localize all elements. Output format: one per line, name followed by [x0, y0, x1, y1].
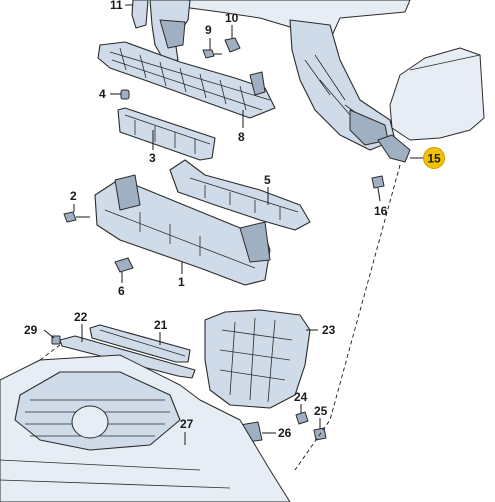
reference-line-left [39, 344, 61, 361]
label-part-25: 25 [314, 404, 328, 418]
label-part-5: 5 [264, 173, 271, 187]
label-part-4: 4 [99, 87, 106, 101]
part-2-bolt [63, 211, 90, 223]
label-part-11: 11 [110, 0, 123, 12]
part-23-side-grille [204, 309, 311, 409]
part-15-bracket [377, 134, 411, 163]
label-part-2: 2 [70, 189, 77, 203]
bumper-cover [0, 354, 291, 502]
highlight-badge-part-15: 15 [423, 147, 445, 169]
part-8-absorber [97, 41, 276, 119]
label-part-8: 8 [238, 130, 245, 144]
label-part-29: 29 [24, 323, 38, 337]
label-part-16: 16 [374, 204, 388, 218]
part-4-clip [120, 89, 130, 100]
part-22-strip [59, 335, 196, 379]
label-part-6: 6 [118, 284, 125, 298]
label-part-26: 26 [278, 426, 292, 440]
part-21-trim [89, 324, 191, 363]
fender-panel [389, 47, 485, 141]
part-16-bolt [371, 175, 385, 189]
label-part-24: 24 [294, 390, 308, 404]
label-part-9: 9 [205, 23, 212, 37]
part-1-bumper-carrier [94, 174, 271, 286]
part-3-guide [117, 107, 216, 161]
label-part-15: 15 [427, 152, 441, 166]
part-24-clip [295, 411, 309, 425]
label-part-1: 1 [178, 275, 185, 289]
part-6-nut [114, 257, 134, 273]
label-part-23: 23 [322, 323, 336, 337]
leader-lines [43, 4, 426, 445]
part-9-bolt [202, 49, 222, 59]
part-10-bracket [224, 37, 241, 53]
label-part-10: 10 [225, 11, 239, 25]
label-part-27: 27 [180, 417, 194, 431]
label-part-22: 22 [74, 310, 88, 324]
label-part-21: 21 [154, 318, 168, 332]
lock-carrier-frame [169, 0, 411, 151]
part-11-clip [131, 0, 191, 63]
label-part-3: 3 [149, 151, 156, 165]
part-5-mount [169, 159, 311, 231]
